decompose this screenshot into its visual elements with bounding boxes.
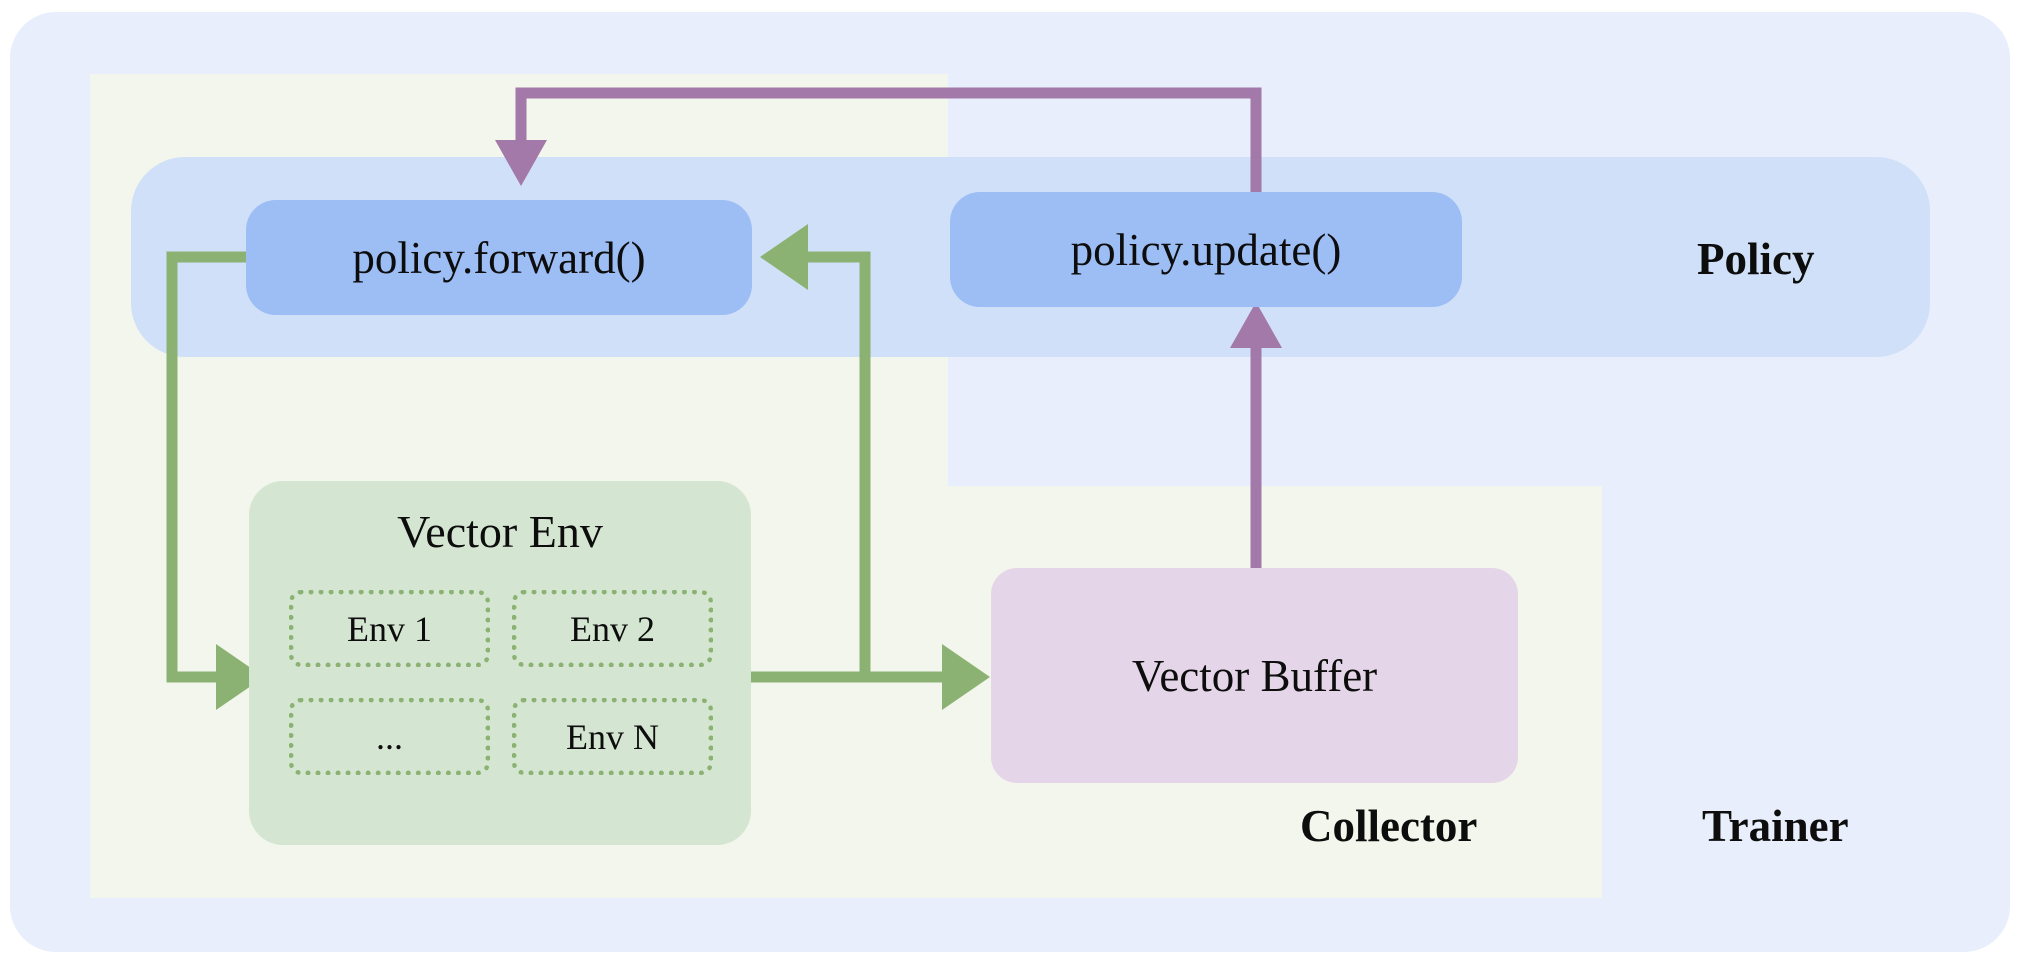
- policy-forward-label: policy.forward(): [352, 232, 646, 283]
- policy-region-label: Policy: [1697, 234, 1815, 284]
- policy-update-node[interactable]: policy.update(): [950, 192, 1462, 307]
- policy-forward-node[interactable]: policy.forward(): [246, 200, 752, 315]
- trainer-region-label: Trainer: [1702, 801, 1849, 851]
- vector-env-title: Vector Env: [397, 506, 603, 557]
- vector-env-grid: Env 1 Env 2 ... Env N: [289, 590, 713, 775]
- vector-env-node[interactable]: Vector Env Env 1 Env 2 ... Env N: [249, 481, 751, 845]
- vector-buffer-node[interactable]: Vector Buffer: [991, 568, 1518, 783]
- env-cell-ellipsis[interactable]: ...: [289, 698, 490, 775]
- vector-buffer-label: Vector Buffer: [1131, 650, 1378, 701]
- policy-update-label: policy.update(): [1070, 224, 1342, 275]
- env-cell-1[interactable]: Env 1: [289, 590, 490, 667]
- collector-region-label: Collector: [1300, 801, 1478, 851]
- env-cell-1-label: Env 1: [347, 608, 432, 649]
- env-cell-2[interactable]: Env 2: [512, 590, 713, 667]
- env-cell-ellipsis-label: ...: [376, 716, 403, 757]
- env-cell-2-label: Env 2: [570, 608, 655, 649]
- env-cell-n-label: Env N: [566, 716, 659, 757]
- env-cell-n[interactable]: Env N: [512, 698, 713, 775]
